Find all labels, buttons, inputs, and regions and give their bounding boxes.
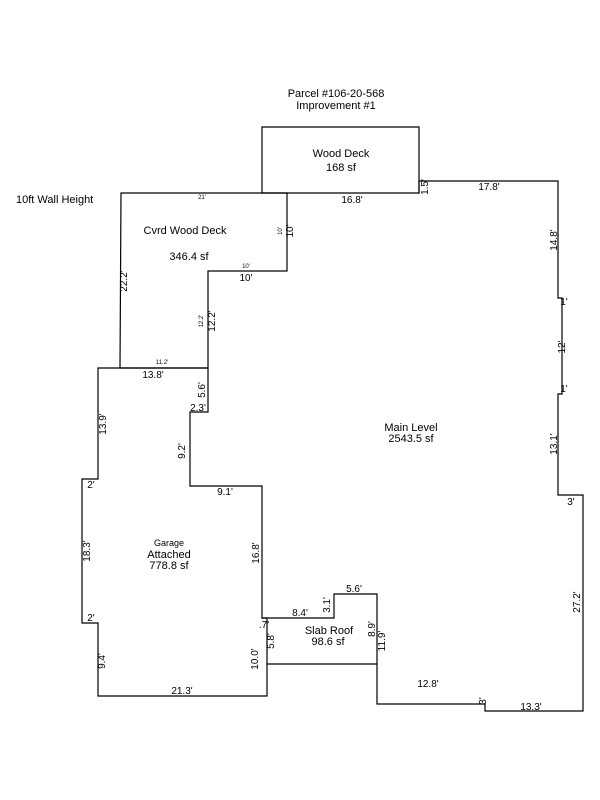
dim-1-b: 1' <box>560 384 568 395</box>
covered-deck-outline <box>119 192 288 369</box>
dim-9-4: 9.4' <box>97 653 108 669</box>
dim-10-vert: 10' <box>285 224 296 237</box>
dim-11-2-small: 11.2' <box>156 360 168 366</box>
wood-deck-area: 168 sf <box>326 162 357 174</box>
slab-roof-inner-wall <box>261 617 268 665</box>
slab-roof-name: Slab Roof <box>305 625 354 637</box>
dim-9-1: 9.1' <box>217 487 233 498</box>
dim-12: 12' <box>557 340 568 353</box>
dim-5-6: 5.6' <box>197 382 208 398</box>
dim-21-small: 21' <box>198 195 206 201</box>
dim-18-3: 18.3' <box>82 540 93 561</box>
dim-3-a: 3' <box>567 497 575 508</box>
dim-1-a: 1' <box>560 297 568 308</box>
wood-deck-name: Wood Deck <box>313 148 370 160</box>
dim-12-2-small: 12.2' <box>199 315 205 328</box>
dim-2-a: 2' <box>87 480 95 491</box>
dim-10-vert-small: 10' <box>278 227 284 235</box>
dim-16-8: 16.8' <box>251 542 262 563</box>
wood-deck-outline <box>261 126 420 194</box>
dim-2-b: 2' <box>87 613 95 624</box>
dim-8-9: 8.9' <box>367 621 378 637</box>
dim-2-3: 2.3' <box>190 403 206 414</box>
covered-deck-name: Cvrd Wood Deck <box>144 225 227 237</box>
dim-5-8: 5.8' <box>266 633 277 649</box>
garage-name: Garage <box>154 538 184 548</box>
dim-10-small: 10' <box>242 264 250 270</box>
dim-13-9: 13.9' <box>98 413 109 434</box>
dim-8-4: 8.4' <box>292 608 308 619</box>
dim-10-mid: 10' <box>239 273 252 284</box>
slab-roof-area: 98.6 sf <box>311 636 345 648</box>
improvement-number: Improvement #1 <box>296 100 375 112</box>
dim-10-0: 10.0' <box>250 648 261 669</box>
dim-9-2: 9.2' <box>177 443 188 459</box>
main-level-area: 2543.5 sf <box>388 433 434 445</box>
garage-subtype: Attached <box>147 549 190 561</box>
dim-14-8: 14.8' <box>549 229 560 250</box>
dim-22-2: 22.2' <box>119 270 130 291</box>
dim-12-2: 12.2' <box>207 310 218 331</box>
covered-deck-area: 346.4 sf <box>169 251 209 263</box>
dim-13-1: 13.1' <box>549 433 560 454</box>
dim-21-3: 21.3' <box>171 686 192 697</box>
dim-1-5: 1.5' <box>420 179 431 195</box>
dim-13-3: 13.3' <box>520 702 541 713</box>
dim-12-8: 12.8' <box>417 679 438 690</box>
main-level-outline <box>81 180 584 712</box>
dim-3-b: 3' <box>478 697 489 705</box>
parcel-number: Parcel #106-20-568 <box>288 88 385 100</box>
main-level-name: Main Level <box>384 422 437 434</box>
garage-area: 778.8 sf <box>149 560 189 572</box>
dim-27-2: 27.2' <box>572 591 583 612</box>
dim-16-8-top: 16.8' <box>341 195 362 206</box>
wall-height-note: 10ft Wall Height <box>16 194 93 206</box>
dim-17-8: 17.8' <box>478 182 499 193</box>
dim-3-1: 3.1' <box>322 597 333 613</box>
dim-5-6-slab: 5.6' <box>346 584 362 595</box>
dim-13-8: 13.8' <box>142 370 163 381</box>
dim-11-9: 11.9' <box>377 631 388 652</box>
dim-point-7: .7' <box>259 620 269 631</box>
